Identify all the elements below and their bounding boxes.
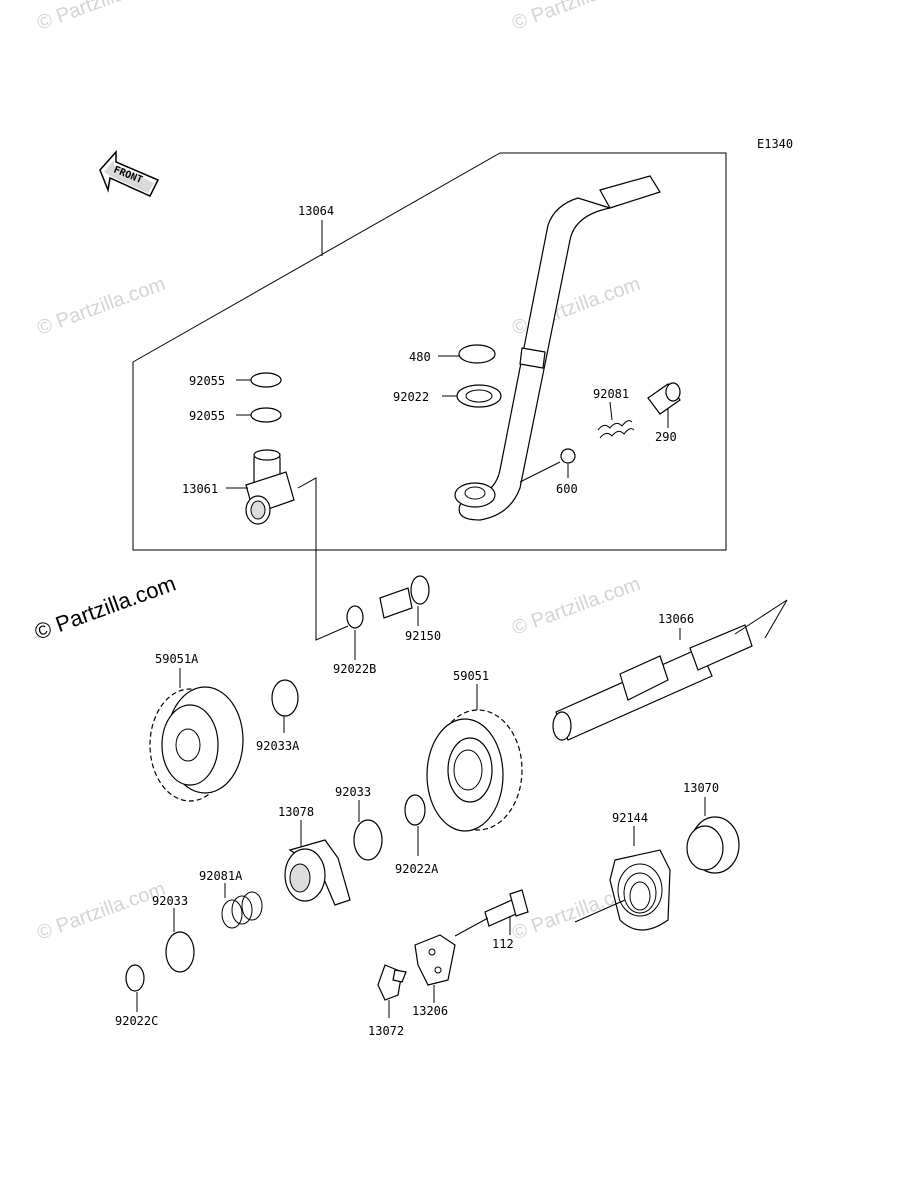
watermark-prominent: © Partzilla.com (31, 571, 179, 645)
watermark: © Partzilla.com (34, 878, 168, 945)
diagram-code: E1340 (757, 137, 793, 151)
kick-boss-13061 (245, 449, 295, 525)
ratchet-13078 (284, 839, 351, 906)
part-label-92150[interactable]: 92150 (405, 629, 441, 643)
part-label-480[interactable]: 480 (409, 350, 431, 364)
watermarks: © Partzilla.com © Partzilla.com © Partzi… (31, 0, 643, 945)
part-label-13066[interactable]: 13066 (658, 612, 694, 626)
part-label-92022B[interactable]: 92022B (333, 662, 376, 676)
ring-92033 (353, 819, 383, 861)
part-label-92081A[interactable]: 92081A (199, 869, 243, 883)
o-ring-92055-lower (250, 407, 282, 423)
part-label-13070[interactable]: 13070 (683, 781, 719, 795)
watermark: © Partzilla.com (34, 273, 168, 340)
part-label-92022C[interactable]: 92022C (115, 1014, 158, 1028)
part-label-92033[interactable]: 92033 (335, 785, 371, 799)
washer-92022C (125, 964, 145, 992)
part-label-112[interactable]: 112 (492, 937, 514, 951)
part-label-92055-lower[interactable]: 92055 (189, 409, 225, 423)
o-ring-92055-upper (250, 372, 282, 388)
part-label-92081[interactable]: 92081 (593, 387, 629, 401)
kick-spring-92144 (609, 849, 671, 931)
spring-92081A (221, 891, 263, 929)
ball-600 (560, 448, 576, 464)
kick-shaft-13066 (552, 624, 753, 741)
bolt-92150 (379, 575, 430, 619)
part-label-92022[interactable]: 92022 (393, 390, 429, 404)
part-label-13064[interactable]: 13064 (298, 204, 334, 218)
part-label-290[interactable]: 290 (655, 430, 677, 444)
washer-92022A (404, 794, 426, 826)
kick-lever (454, 175, 661, 521)
washer-92022B (346, 605, 364, 629)
gear-59051A (149, 686, 244, 802)
part-label-92144[interactable]: 92144 (612, 811, 648, 825)
plate-13072 (377, 964, 407, 1001)
part-label-13061[interactable]: 13061 (182, 482, 218, 496)
circlip-480 (458, 344, 496, 364)
plate-13206 (414, 934, 456, 986)
part-label-13078[interactable]: 13078 (278, 805, 314, 819)
assembly-frame (132, 152, 727, 551)
part-label-13206[interactable]: 13206 (412, 1004, 448, 1018)
watermark: © Partzilla.com (509, 573, 643, 640)
part-label-600[interactable]: 600 (556, 482, 578, 496)
bolt-112 (484, 889, 529, 927)
part-label-13072[interactable]: 13072 (368, 1024, 404, 1038)
ring-92033-lower (165, 931, 195, 973)
ring-92033A (271, 679, 299, 717)
spring-92081 (597, 420, 635, 439)
front-arrow-icon: FRONT (99, 150, 160, 197)
part-label-59051A[interactable]: 59051A (155, 652, 199, 666)
watermark: © Partzilla.com (34, 0, 168, 35)
pin-290 (647, 382, 681, 415)
part-label-92022A[interactable]: 92022A (395, 862, 439, 876)
gear-59051 (426, 709, 523, 832)
watermark: © Partzilla.com (509, 0, 643, 35)
part-label-92033-lower[interactable]: 92033 (152, 894, 188, 908)
part-label-92055-upper[interactable]: 92055 (189, 374, 225, 388)
guide-13070 (686, 816, 740, 874)
part-label-59051[interactable]: 59051 (453, 669, 489, 683)
part-label-92033A[interactable]: 92033A (256, 739, 300, 753)
